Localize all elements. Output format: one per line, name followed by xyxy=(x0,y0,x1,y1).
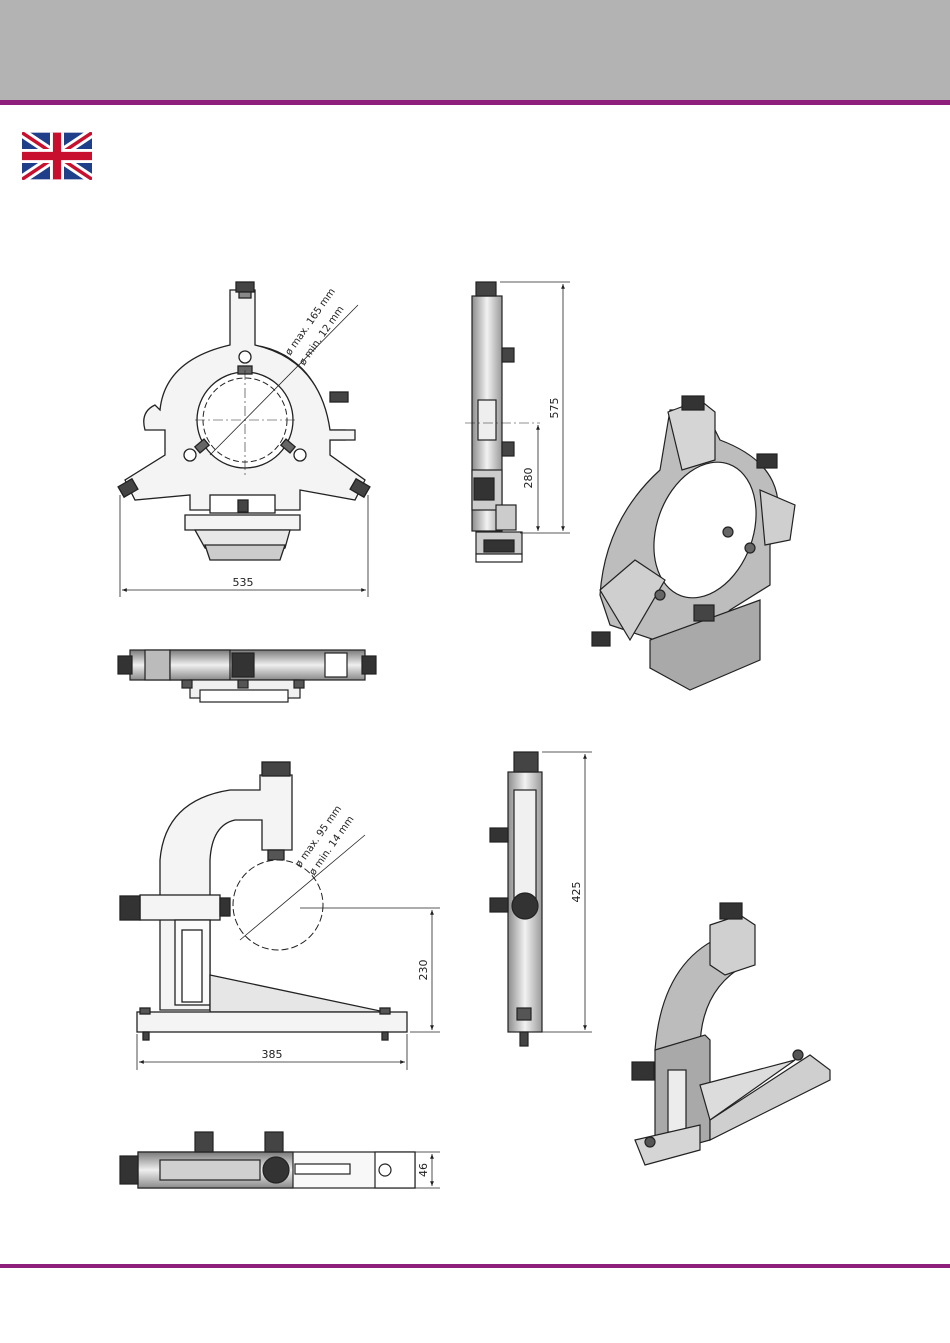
steady-side-total-height: 575 xyxy=(548,398,561,419)
follow-rest-front-view xyxy=(120,762,407,1040)
header-rule xyxy=(0,100,950,105)
follow-side-total-height: 425 xyxy=(570,882,583,903)
follow-rest-side-view xyxy=(490,752,542,1046)
steady-front-width-label: 535 xyxy=(233,576,254,589)
follow-top-thickness-label: 46 xyxy=(417,1163,430,1177)
follow-rest-top-view xyxy=(120,1132,415,1188)
uk-flag-icon xyxy=(22,132,92,180)
steady-side-center-height: 280 xyxy=(522,468,535,489)
technical-drawing: ø max. 165 mm ø min. 12 mm 535 xyxy=(0,240,950,1240)
follow-front-center-height: 230 xyxy=(417,960,430,981)
header-band xyxy=(0,0,950,102)
footer-rule xyxy=(0,1264,950,1268)
follow-front-width-label: 385 xyxy=(262,1048,283,1061)
steady-rest-side-view xyxy=(465,282,540,562)
steady-rest-top-view xyxy=(118,650,376,702)
follow-side-height-dim xyxy=(542,752,592,1032)
follow-rest-isometric xyxy=(632,903,830,1165)
